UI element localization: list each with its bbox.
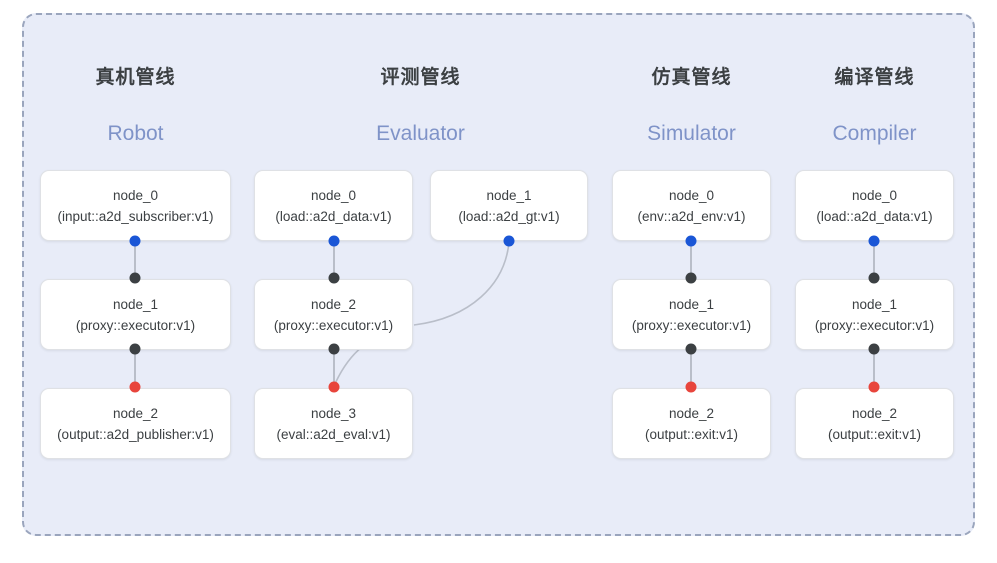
port-input-dark bbox=[129, 272, 141, 284]
port-input-dark bbox=[868, 272, 880, 284]
node-box[interactable]: node_0 (load::a2d_data:v1) bbox=[795, 170, 954, 241]
node-name: node_0 bbox=[112, 187, 159, 203]
node-box[interactable]: node_1 (proxy::executor:v1) bbox=[795, 279, 954, 350]
node-box[interactable]: node_0 (input::a2d_subscriber:v1) bbox=[40, 170, 231, 241]
column-subtitle-compiler: Compiler bbox=[795, 122, 954, 146]
column-subtitle-robot: Robot bbox=[40, 122, 231, 146]
port-output-blue bbox=[503, 235, 515, 247]
node-name: node_0 bbox=[851, 187, 898, 203]
column-subtitle-evaluator: Evaluator bbox=[254, 122, 587, 146]
node-name: node_1 bbox=[668, 296, 715, 312]
node-box[interactable]: node_2 (output::exit:v1) bbox=[612, 388, 771, 459]
port-input-red bbox=[868, 381, 880, 393]
port-output-blue bbox=[129, 235, 141, 247]
node-box[interactable]: node_2 (output::exit:v1) bbox=[795, 388, 954, 459]
column-header-simulator: 仿真管线 bbox=[612, 62, 771, 89]
node-name: node_2 bbox=[851, 405, 898, 421]
column-title: 仿真管线 bbox=[651, 67, 732, 88]
port-output-blue bbox=[328, 235, 340, 247]
column-subtitle: Robot bbox=[107, 122, 164, 145]
node-type: (proxy::executor:v1) bbox=[75, 317, 196, 333]
node-type: (proxy::executor:v1) bbox=[273, 317, 394, 333]
edge-robot-0-1 bbox=[134, 241, 136, 278]
port-input-red bbox=[328, 381, 340, 393]
node-type: (load::a2d_data:v1) bbox=[275, 208, 392, 224]
column-title: 评测管线 bbox=[380, 67, 461, 88]
column-title: 真机管线 bbox=[95, 67, 176, 88]
edge-eval-0-2 bbox=[333, 241, 335, 278]
column-subtitle: Evaluator bbox=[376, 122, 465, 145]
column-header-compiler: 编译管线 bbox=[795, 62, 954, 89]
node-name: node_1 bbox=[851, 296, 898, 312]
port-input-dark bbox=[685, 272, 697, 284]
port-output-dark bbox=[685, 343, 697, 355]
node-type: (output::exit:v1) bbox=[644, 426, 739, 442]
node-box[interactable]: node_0 (load::a2d_data:v1) bbox=[254, 170, 413, 241]
node-name: node_1 bbox=[486, 187, 532, 203]
node-box[interactable]: node_1 (proxy::executor:v1) bbox=[40, 279, 231, 350]
node-type: (eval::a2d_eval:v1) bbox=[276, 426, 391, 442]
node-type: (proxy::executor:v1) bbox=[814, 317, 935, 333]
node-box[interactable]: node_0 (env::a2d_env:v1) bbox=[612, 170, 771, 241]
edge-sim-1-2 bbox=[690, 349, 692, 387]
node-type: (load::a2d_data:v1) bbox=[816, 208, 933, 224]
edge-comp-1-2 bbox=[873, 349, 875, 387]
node-type: (proxy::executor:v1) bbox=[631, 317, 752, 333]
port-input-red bbox=[129, 381, 141, 393]
column-subtitle: Compiler bbox=[832, 122, 917, 145]
node-box[interactable]: node_1 (load::a2d_gt:v1) bbox=[430, 170, 588, 241]
column-header-robot: 真机管线 bbox=[40, 62, 231, 89]
edge-comp-0-1 bbox=[873, 241, 875, 278]
node-type: (load::a2d_gt:v1) bbox=[458, 208, 560, 224]
node-box[interactable]: node_2 (output::a2d_publisher:v1) bbox=[40, 388, 231, 459]
node-name: node_0 bbox=[310, 187, 357, 203]
column-title: 编译管线 bbox=[834, 67, 915, 88]
column-subtitle-simulator: Simulator bbox=[612, 122, 771, 146]
node-box[interactable]: node_3 (eval::a2d_eval:v1) bbox=[254, 388, 413, 459]
node-type: (env::a2d_env:v1) bbox=[637, 208, 746, 224]
edge-robot-1-2 bbox=[134, 349, 136, 387]
edge-sim-0-1 bbox=[690, 241, 692, 278]
node-type: (output::exit:v1) bbox=[827, 426, 922, 442]
port-input-red bbox=[685, 381, 697, 393]
port-output-blue bbox=[685, 235, 697, 247]
node-box[interactable]: node_2 (proxy::executor:v1) bbox=[254, 279, 413, 350]
node-type: (output::a2d_publisher:v1) bbox=[57, 426, 214, 442]
column-header-evaluator: 评测管线 bbox=[254, 62, 587, 89]
node-name: node_2 bbox=[112, 405, 159, 421]
column-subtitle: Simulator bbox=[647, 122, 736, 145]
node-box[interactable]: node_1 (proxy::executor:v1) bbox=[612, 279, 771, 350]
node-name: node_3 bbox=[310, 405, 357, 421]
node-name: node_2 bbox=[668, 405, 715, 421]
node-name: node_0 bbox=[668, 187, 715, 203]
node-type: (input::a2d_subscriber:v1) bbox=[57, 208, 214, 224]
port-input-dark bbox=[328, 272, 340, 284]
port-output-dark bbox=[328, 343, 340, 355]
node-name: node_1 bbox=[112, 296, 159, 312]
port-output-dark bbox=[868, 343, 880, 355]
node-name: node_2 bbox=[310, 296, 357, 312]
port-output-blue bbox=[868, 235, 880, 247]
port-output-dark bbox=[129, 343, 141, 355]
